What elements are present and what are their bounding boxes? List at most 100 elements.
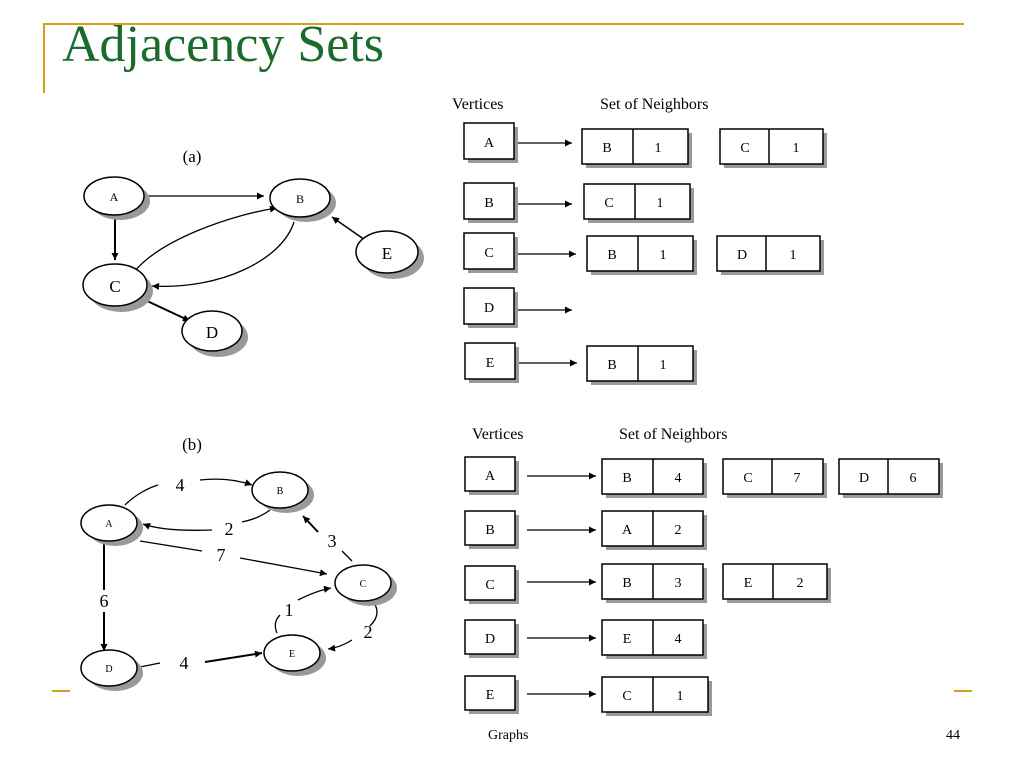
table-b-header-neighbors: Set of Neighbors bbox=[619, 426, 727, 443]
svg-text:B: B bbox=[602, 141, 611, 156]
svg-text:C: C bbox=[485, 578, 494, 593]
svg-text:C: C bbox=[484, 246, 493, 261]
svg-text:A: A bbox=[105, 519, 113, 530]
svg-text:E: E bbox=[486, 356, 495, 371]
svg-text:1: 1 bbox=[655, 141, 662, 156]
graph-a-node-C: C bbox=[82, 263, 153, 312]
svg-text:E: E bbox=[289, 649, 295, 660]
graph-a-edge-B-C bbox=[151, 221, 295, 290]
svg-text:B: B bbox=[296, 192, 304, 206]
graph-b-edge-C-E bbox=[327, 639, 353, 652]
svg-text:B: B bbox=[622, 576, 631, 591]
graph-b-edge-D-E-start bbox=[139, 662, 161, 668]
graph-b-edge-B-A-start bbox=[241, 509, 271, 523]
svg-text:B: B bbox=[485, 523, 494, 538]
table-b-header-vertices: Vertices bbox=[472, 426, 524, 443]
svg-text:B: B bbox=[484, 196, 493, 211]
graph-b-weight-C-E: 2 bbox=[364, 622, 373, 642]
svg-text:A: A bbox=[485, 469, 496, 484]
table-a-header-vertices: Vertices bbox=[452, 96, 504, 113]
footer-rule-left bbox=[52, 690, 70, 692]
svg-text:1: 1 bbox=[657, 196, 664, 211]
graph-a-edge-E-B bbox=[331, 216, 366, 241]
svg-text:B: B bbox=[277, 486, 284, 497]
svg-text:A: A bbox=[484, 136, 495, 151]
graph-b-weight-D-E: 4 bbox=[180, 653, 189, 673]
graph-b-edge-D-E bbox=[204, 650, 263, 663]
graph-b-weight-E-C: 1 bbox=[285, 600, 294, 620]
table-a-row: C B 1 D 1 bbox=[463, 232, 824, 275]
svg-text:C: C bbox=[743, 471, 752, 486]
svg-text:D: D bbox=[206, 323, 218, 342]
table-b-row: D E 4 bbox=[464, 619, 707, 659]
graph-a-label: (a) bbox=[183, 147, 202, 166]
table-a-row: B C 1 bbox=[463, 182, 694, 223]
graph-a-node-B: B bbox=[269, 178, 336, 222]
table-a: Vertices Set of Neighbors A B 1 C 1 B bbox=[452, 96, 827, 385]
svg-text:C: C bbox=[622, 689, 631, 704]
graph-b-weight-B-A: 2 bbox=[225, 519, 234, 539]
svg-text:D: D bbox=[859, 471, 869, 486]
table-b-row: B A 2 bbox=[464, 510, 707, 550]
graph-a-node-A: A bbox=[83, 176, 150, 220]
graph-b-edge-C-B bbox=[302, 515, 319, 533]
slide-title: Adjacency Sets bbox=[62, 16, 385, 73]
svg-text:7: 7 bbox=[794, 471, 801, 486]
graph-b-edge-A-C-start bbox=[139, 540, 203, 552]
table-b-row: E C 1 bbox=[464, 675, 712, 716]
graph-a-node-E: E bbox=[355, 230, 424, 279]
svg-text:4: 4 bbox=[675, 632, 682, 647]
svg-text:D: D bbox=[105, 664, 112, 675]
footer-rule-right bbox=[954, 690, 972, 692]
graph-b-edge-C-B-start bbox=[341, 550, 353, 562]
svg-text:4: 4 bbox=[675, 471, 682, 486]
graph-b-weight-C-B: 3 bbox=[328, 531, 337, 551]
svg-text:1: 1 bbox=[660, 358, 667, 373]
graph-b-node-B: B bbox=[251, 471, 314, 513]
table-b: Vertices Set of Neighbors A B 4 C 7 D 6 bbox=[464, 426, 943, 716]
graph-b-weight-A-B: 4 bbox=[176, 475, 185, 495]
svg-text:C: C bbox=[604, 196, 613, 211]
table-a-header-neighbors: Set of Neighbors bbox=[600, 96, 708, 113]
table-b-row: A B 4 C 7 D 6 bbox=[464, 456, 943, 498]
svg-text:A: A bbox=[622, 523, 633, 538]
svg-text:2: 2 bbox=[675, 523, 682, 538]
svg-text:6: 6 bbox=[910, 471, 917, 486]
graph-a: (a) A B C D E bbox=[82, 147, 424, 357]
table-b-row: C B 3 E 2 bbox=[464, 563, 831, 604]
table-a-row: E B 1 bbox=[464, 342, 697, 385]
graph-b-edge-A-B-start bbox=[124, 484, 159, 506]
svg-text:1: 1 bbox=[793, 141, 800, 156]
page-number: 44 bbox=[946, 728, 960, 743]
table-a-row: D bbox=[463, 287, 572, 328]
graph-b-edge-B-A bbox=[142, 523, 213, 531]
title-rule-top bbox=[43, 23, 964, 25]
svg-text:A: A bbox=[110, 190, 119, 204]
svg-text:B: B bbox=[607, 248, 616, 263]
graph-b-weight-A-C: 7 bbox=[217, 545, 226, 565]
graph-b-edge-A-C bbox=[239, 557, 328, 577]
title-rule-left bbox=[43, 23, 45, 93]
svg-text:D: D bbox=[485, 632, 495, 647]
graph-b-node-D: D bbox=[80, 649, 143, 691]
graph-b: (b) 4 2 7 6 3 2 1 4 A bbox=[80, 435, 397, 691]
svg-text:D: D bbox=[484, 301, 494, 316]
svg-text:E: E bbox=[623, 632, 632, 647]
footer-label: Graphs bbox=[488, 728, 529, 743]
graph-b-edge-A-B bbox=[199, 478, 253, 486]
svg-text:3: 3 bbox=[675, 576, 682, 591]
svg-text:E: E bbox=[486, 688, 495, 703]
svg-text:2: 2 bbox=[797, 576, 804, 591]
graph-a-edge-C-B bbox=[133, 205, 278, 273]
svg-text:1: 1 bbox=[790, 248, 797, 263]
graph-b-node-C: C bbox=[334, 564, 397, 606]
svg-text:1: 1 bbox=[677, 689, 684, 704]
table-a-row: A B 1 C 1 bbox=[463, 122, 827, 168]
svg-text:D: D bbox=[737, 248, 747, 263]
svg-text:E: E bbox=[744, 576, 753, 591]
svg-text:B: B bbox=[607, 358, 616, 373]
graph-b-node-A: A bbox=[80, 504, 143, 546]
graph-b-node-E: E bbox=[263, 634, 326, 676]
graph-a-edge-C-D bbox=[144, 299, 191, 322]
